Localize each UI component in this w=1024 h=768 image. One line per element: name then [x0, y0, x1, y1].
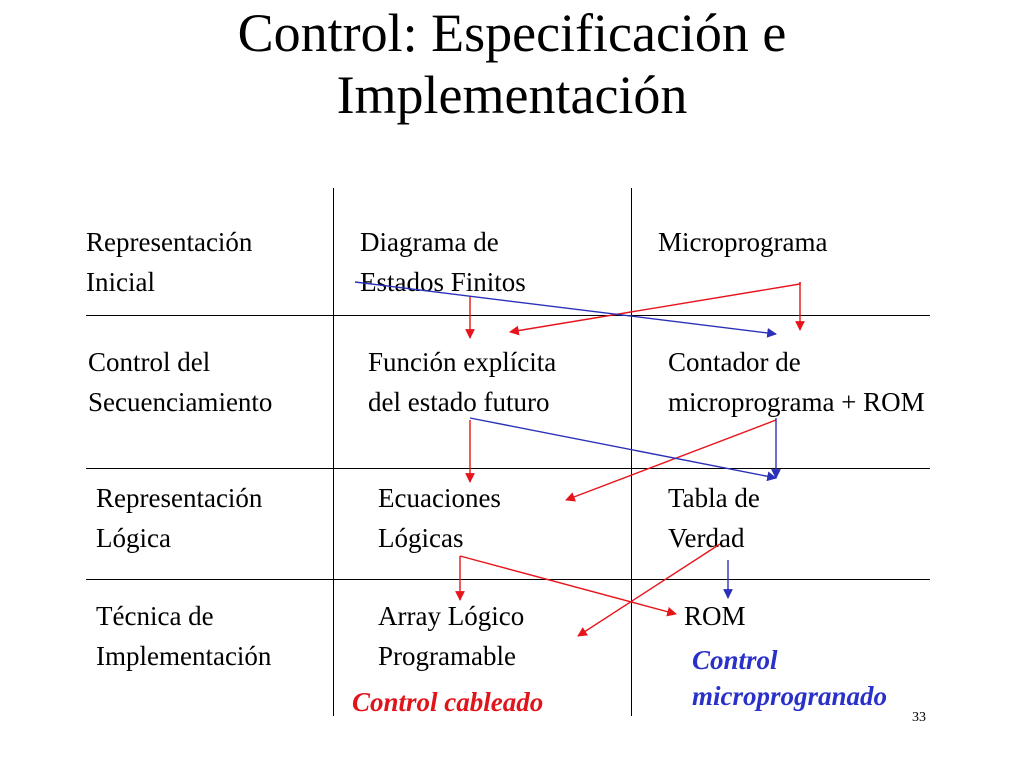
red-arrow-equations-to-rom — [459, 555, 677, 617]
blue-arrow-nextstate-to-truthtable — [469, 417, 777, 482]
slide-title-line1: Control: Especificación e — [237, 3, 787, 63]
microprogrammed-control-line1: Control — [692, 645, 778, 675]
column-divider-1 — [333, 188, 334, 716]
row4-label: Técnica de Implementación — [96, 601, 272, 671]
row-divider-3 — [86, 579, 930, 580]
red-arrow-rom-to-equations — [565, 419, 777, 502]
hardwired-control-text: Control cableado — [352, 687, 544, 717]
row2-label: Control del Secuenciamiento — [88, 347, 273, 417]
row2-hardwired: Función explícita del estado futuro — [368, 347, 557, 417]
blue-arrow-fsm-to-counter — [354, 281, 777, 338]
row1-micro: Microprograma — [658, 227, 828, 257]
row4-micro: ROM — [684, 601, 746, 631]
slide-title: Control: Especificación e Implementación — [0, 2, 1024, 126]
slide-number: 33 — [912, 710, 926, 725]
row4-hardwired: Array Lógico Programable — [378, 601, 525, 671]
row1-label: Representación Inicial — [86, 227, 253, 297]
red-arrow-truthtable-to-pla — [577, 543, 721, 637]
hardwired-control-label: Control cableado — [352, 684, 543, 720]
slide-title-line2: Implementación — [336, 65, 688, 125]
row-divider-2 — [86, 468, 930, 469]
row3-micro: Tabla de Verdad — [668, 483, 760, 553]
row3-hardwired: Ecuaciones Lógicas — [378, 483, 501, 553]
row3-label: Representación Lógica — [96, 483, 263, 553]
row1-hardwired: Diagrama de Estados Finitos — [360, 227, 526, 297]
row2-micro: Contador de microprograma + ROM — [668, 347, 925, 417]
column-divider-2 — [631, 188, 632, 716]
row-divider-1 — [86, 315, 930, 316]
microprogrammed-control-label: Control microprogranado — [692, 642, 887, 714]
microprogrammed-control-line2: microprogranado — [692, 681, 888, 711]
